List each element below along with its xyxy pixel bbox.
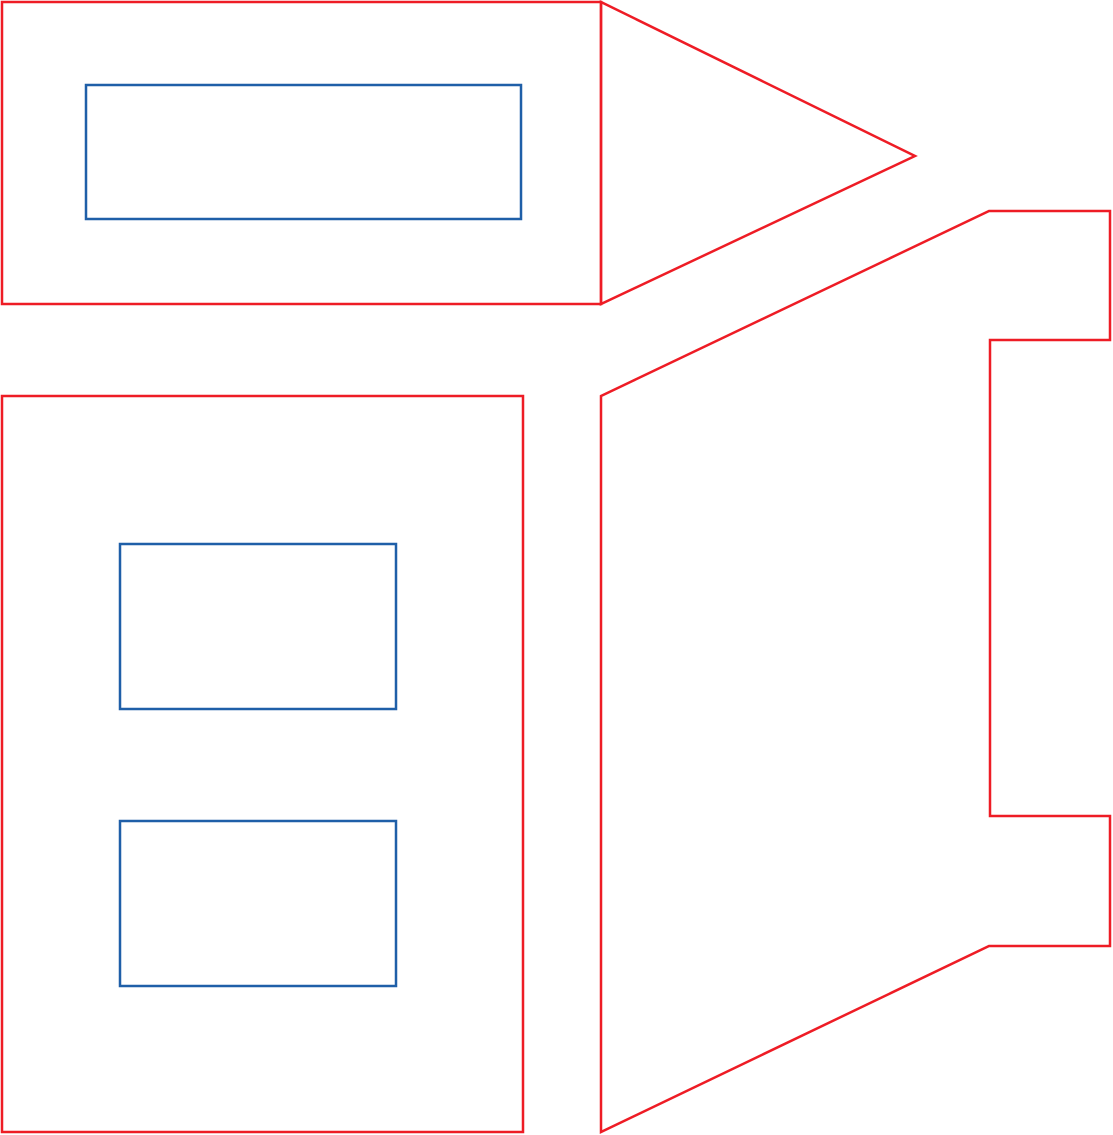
top-left-block xyxy=(0,0,603,306)
arrow-triangle xyxy=(599,0,918,306)
bottom-inner-panel-lower xyxy=(118,819,398,988)
right-tapered-block xyxy=(599,209,1112,1134)
bottom-left-block xyxy=(0,394,525,1134)
bottom-inner-panel-upper xyxy=(118,542,398,711)
top-inner-panel xyxy=(84,83,523,221)
